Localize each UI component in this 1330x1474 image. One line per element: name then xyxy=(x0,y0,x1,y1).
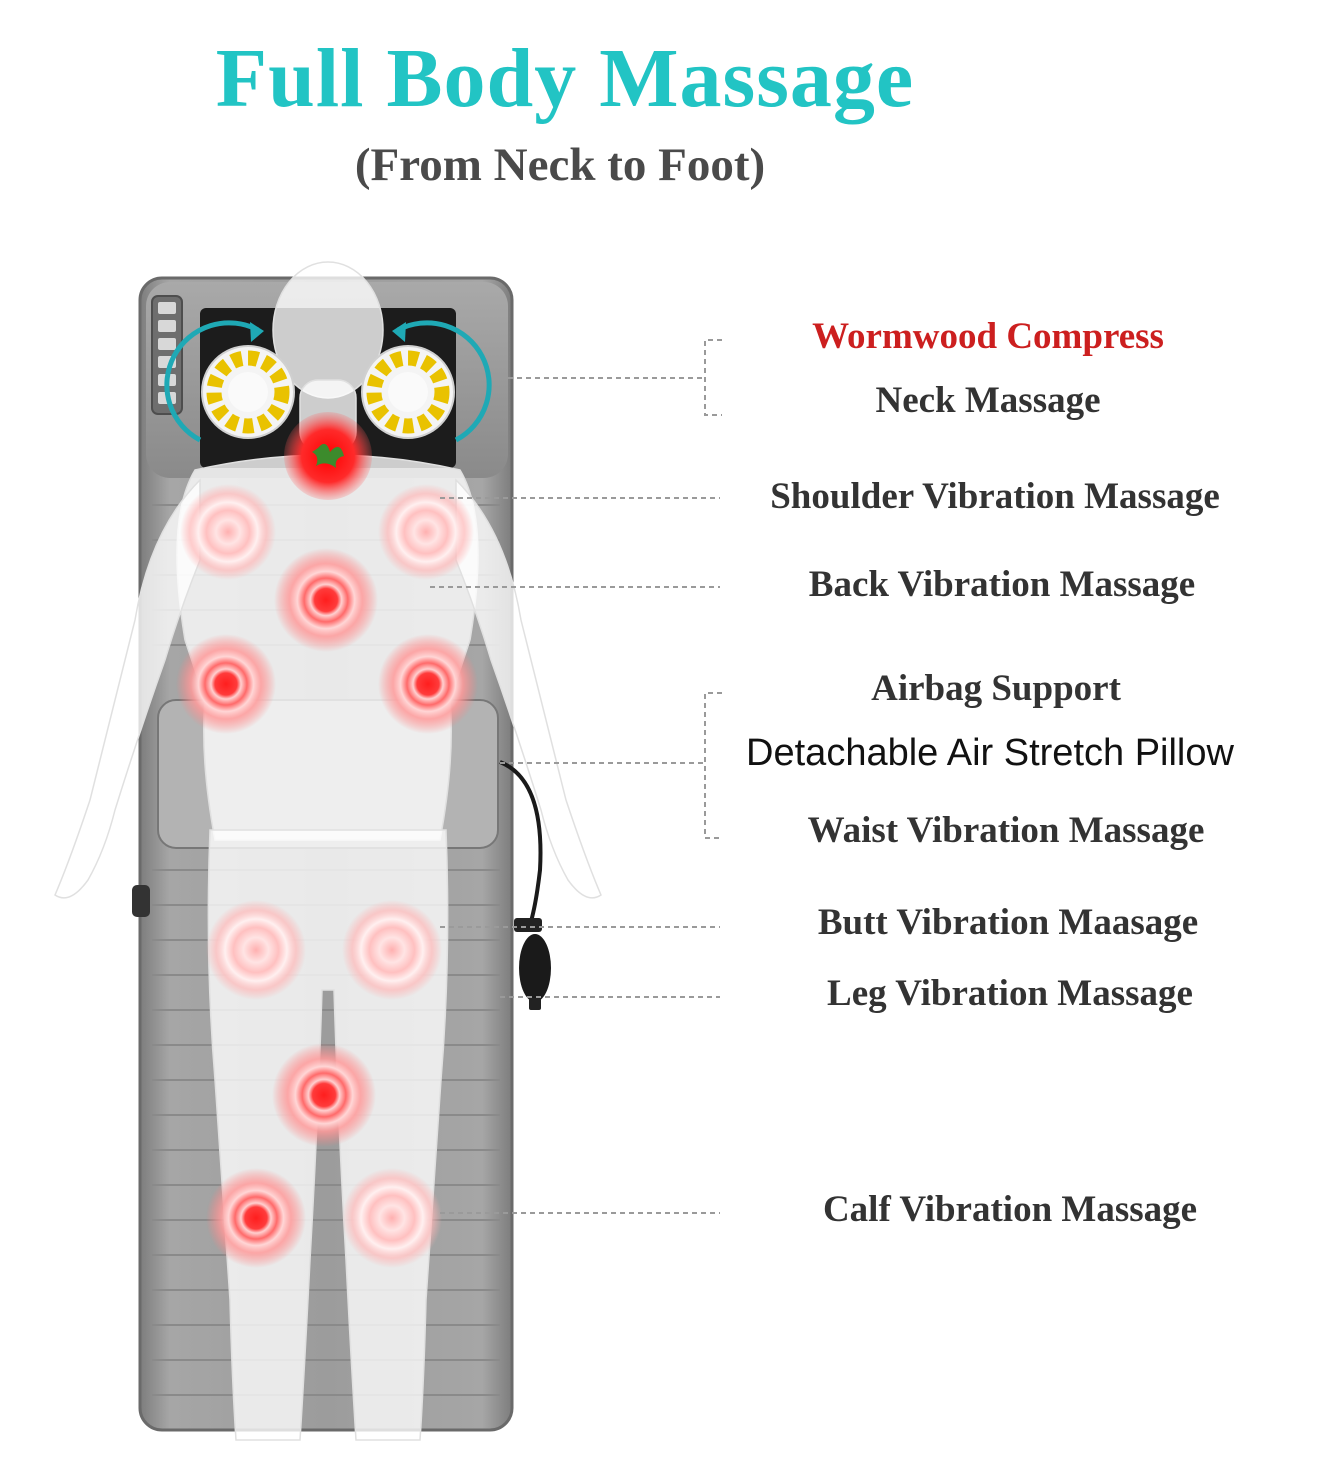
page-title: Full Body Massage xyxy=(215,32,915,125)
label-neck-massage: Neck Massage xyxy=(875,380,1101,421)
vibration-point-butt-right xyxy=(342,900,442,1000)
label-calf-vibration: Calf Vibration Massage xyxy=(822,1189,1198,1230)
neck-roller-left xyxy=(164,320,295,443)
vibration-point-shoulder-right xyxy=(378,484,474,580)
wormwood-compress-pad xyxy=(284,412,372,500)
label-butt-vibration: Butt Vibration Maasage xyxy=(817,902,1199,943)
label-leg-vibration: Leg Vibration Massage xyxy=(827,973,1193,1014)
vibration-points xyxy=(176,484,478,1268)
label-detachable-pillow: Detachable Air Stretch Pillow xyxy=(746,732,1234,774)
air-pump xyxy=(499,760,551,1010)
vibration-point-leg xyxy=(272,1043,376,1147)
vibration-point-shoulder-left xyxy=(180,484,276,580)
leader-lines xyxy=(430,339,722,1214)
label-wormwood-compress: Wormwood Compress xyxy=(812,316,1164,357)
vibration-point-calf-right xyxy=(342,1168,442,1268)
vibration-point-waist-right xyxy=(378,634,478,734)
vibration-point-butt-left xyxy=(206,900,306,1000)
label-waist-vibration: Waist Vibration Massage xyxy=(807,810,1205,851)
label-back-vibration: Back Vibration Massage xyxy=(808,564,1196,605)
vibration-point-calf-left xyxy=(206,1168,306,1268)
side-connector xyxy=(132,885,150,917)
vibration-point-back xyxy=(274,548,378,652)
page-subtitle: (From Neck to Foot) xyxy=(354,139,766,191)
label-airbag-support: Airbag Support xyxy=(871,668,1121,709)
vibration-point-waist-left xyxy=(176,634,276,734)
neck-roller-right xyxy=(361,320,492,443)
label-shoulder-vibration: Shoulder Vibration Massage xyxy=(770,476,1220,517)
